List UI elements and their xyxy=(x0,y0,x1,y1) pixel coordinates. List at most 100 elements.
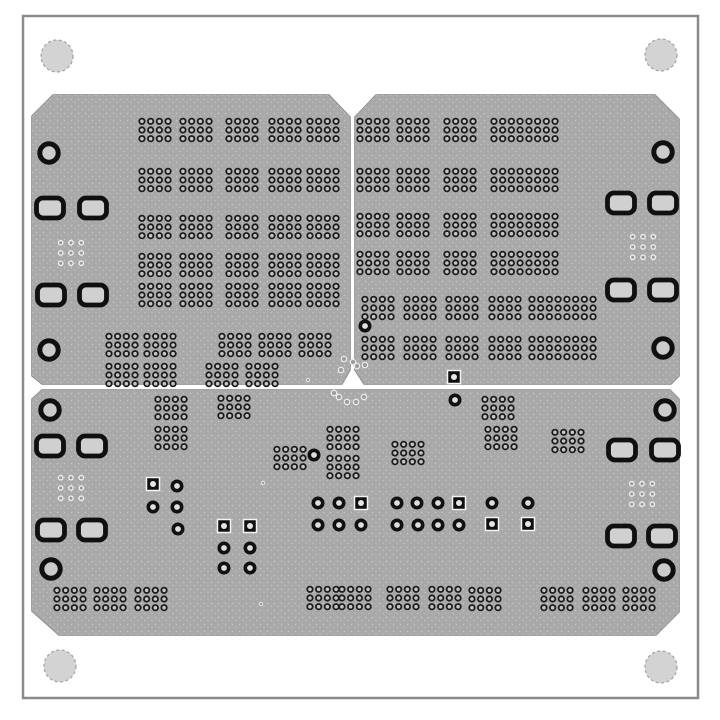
dot-hole xyxy=(68,495,74,502)
pad-hole xyxy=(403,304,411,312)
dot-hole xyxy=(649,501,656,508)
pad-hole xyxy=(338,585,346,593)
component-pad-ring xyxy=(485,496,499,510)
pad-hole xyxy=(510,443,518,451)
pad-cluster xyxy=(528,295,562,321)
pad-hole xyxy=(391,458,399,466)
routing-slot xyxy=(647,277,679,303)
pad-hole xyxy=(454,585,462,593)
pad-hole xyxy=(405,135,413,143)
pad-hole xyxy=(306,603,314,611)
pad-cluster xyxy=(138,117,172,143)
pad-hole xyxy=(138,223,146,231)
pad-cluster xyxy=(143,362,177,388)
pad-hole xyxy=(560,437,568,445)
pad-hole xyxy=(378,335,386,343)
pad-hole xyxy=(254,371,262,379)
pad-hole xyxy=(639,604,647,612)
pad-hole xyxy=(338,594,346,602)
pad-hole xyxy=(373,117,381,125)
pad-hole xyxy=(138,214,146,222)
pad-hole xyxy=(462,295,470,303)
pad-hole xyxy=(179,252,187,260)
pad-hole xyxy=(105,371,113,379)
pad-hole xyxy=(443,167,451,175)
pad-hole xyxy=(335,472,343,480)
pad-hole xyxy=(452,167,460,175)
dot-hole xyxy=(650,254,657,261)
pad-hole xyxy=(290,445,298,453)
pad-cluster xyxy=(268,117,302,143)
component-pad-ring xyxy=(411,518,425,532)
pad-hole xyxy=(251,270,259,278)
pad-cluster xyxy=(225,117,259,143)
pad-hole xyxy=(205,223,213,231)
pad-hole xyxy=(242,252,250,260)
pad-hole xyxy=(251,117,259,125)
pad-hole xyxy=(462,304,470,312)
pad-hole xyxy=(234,176,242,184)
pad-hole xyxy=(242,232,250,240)
pad-hole xyxy=(497,295,505,303)
pad-hole xyxy=(445,295,453,303)
pad-hole xyxy=(105,341,113,349)
pad-hole xyxy=(152,362,160,370)
pad-hole xyxy=(326,454,334,462)
pad-hole xyxy=(485,586,493,594)
pad-hole xyxy=(373,221,381,229)
pad-hole xyxy=(110,595,118,603)
pad-hole xyxy=(343,463,351,471)
pad-cluster xyxy=(582,586,616,612)
pad-hole xyxy=(477,586,485,594)
component-pad-square xyxy=(145,476,161,492)
pad-hole xyxy=(437,603,445,611)
pad-hole xyxy=(507,176,515,184)
pad-hole xyxy=(462,353,470,361)
pad-hole xyxy=(243,412,251,420)
pad-hole xyxy=(488,304,496,312)
pad-hole xyxy=(326,434,334,442)
pad-hole xyxy=(306,261,314,269)
pad-hole xyxy=(188,126,196,134)
pad-cluster xyxy=(306,585,340,611)
pad-hole xyxy=(284,350,292,358)
pad-hole xyxy=(332,167,340,175)
pad-hole xyxy=(205,270,213,278)
pad-hole xyxy=(361,353,369,361)
pad-hole xyxy=(285,282,293,290)
pad-hole xyxy=(102,586,110,594)
pad-hole xyxy=(180,425,188,433)
pad-hole xyxy=(507,221,515,229)
pad-hole xyxy=(494,604,502,612)
pad-hole xyxy=(315,135,323,143)
dot-hole xyxy=(629,254,636,261)
pad-hole xyxy=(138,252,146,260)
pad-hole xyxy=(477,595,485,603)
pad-cluster xyxy=(403,335,437,361)
pad-hole xyxy=(285,223,293,231)
pad-hole xyxy=(267,332,275,340)
pad-hole xyxy=(277,223,285,231)
pad-hole xyxy=(235,341,243,349)
pad-hole xyxy=(143,332,151,340)
pad-hole xyxy=(591,595,599,603)
pad-hole xyxy=(155,167,163,175)
pad-hole xyxy=(315,223,323,231)
pad-hole xyxy=(365,176,373,184)
pad-hole xyxy=(273,463,281,471)
pad-hole xyxy=(460,250,468,258)
pad-hole xyxy=(469,221,477,229)
pad-hole xyxy=(332,176,340,184)
pad-cluster xyxy=(134,586,168,612)
pad-cluster xyxy=(154,395,188,421)
pad-hole xyxy=(429,353,437,361)
pad-hole xyxy=(285,135,293,143)
pad-hole xyxy=(152,350,160,358)
pad-hole xyxy=(608,604,616,612)
dot-hole xyxy=(68,250,74,256)
pad-hole xyxy=(268,167,276,175)
pad-hole xyxy=(551,185,559,193)
pad-cluster xyxy=(361,295,395,321)
pad-hole xyxy=(370,313,378,321)
pad-hole xyxy=(225,185,233,193)
